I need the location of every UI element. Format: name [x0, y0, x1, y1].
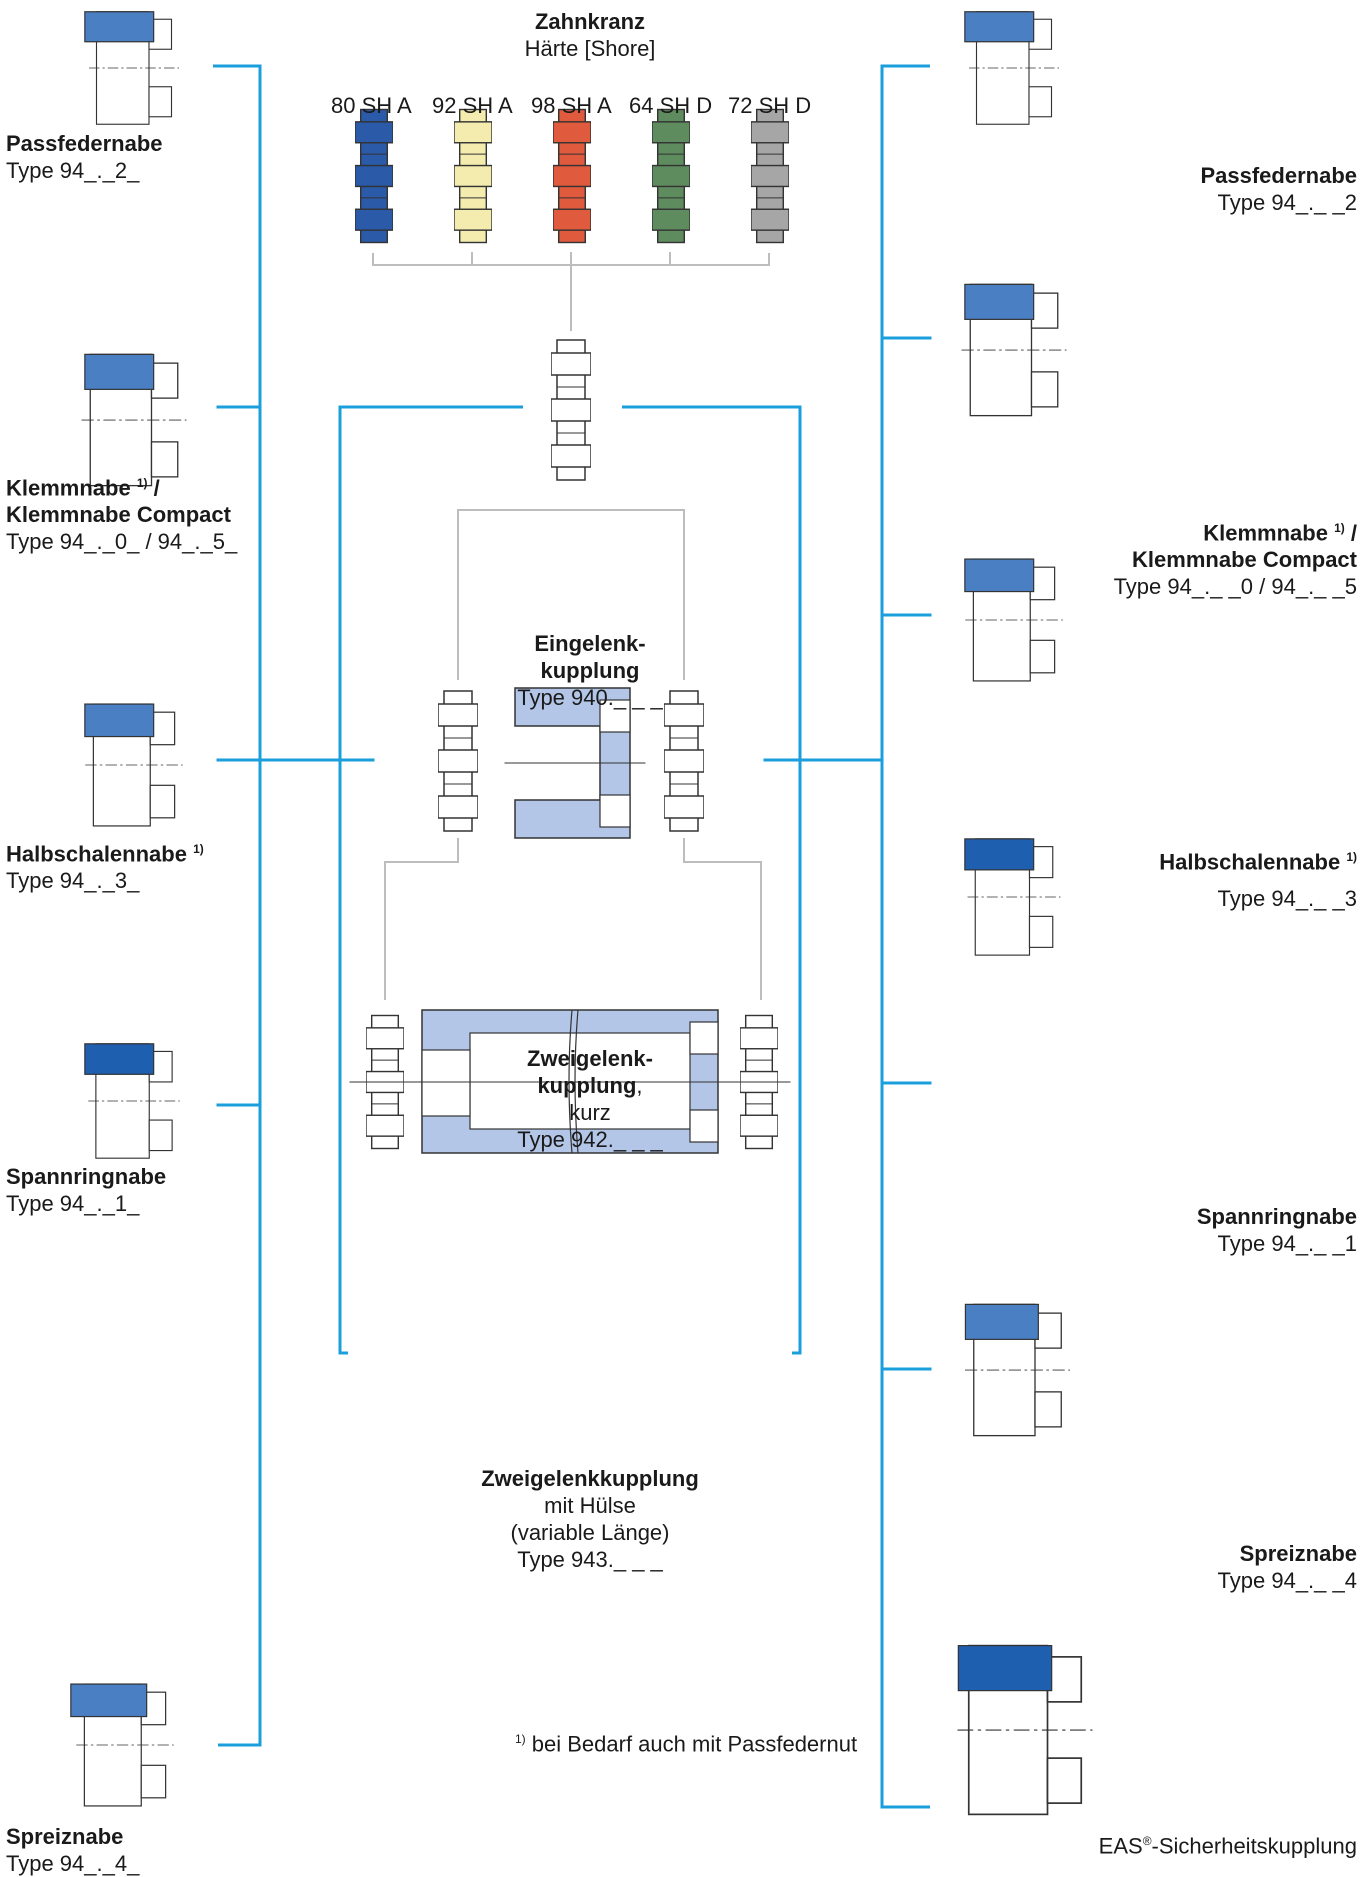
right-label-klemmnabe: Klemmnabe 1) / Klemmnabe Compact Type 94…: [1114, 515, 1357, 600]
footnote-ref: 1): [193, 842, 204, 856]
left-name-1: Passfedernabe: [6, 131, 163, 156]
shore-label-5: 72 SH D: [728, 93, 812, 118]
left-hub-spreiznabe: [70, 1683, 175, 1807]
sleeve-line2: mit Hülse: [544, 1493, 636, 1518]
short-line3: kurz: [569, 1100, 611, 1125]
sleeve-type: Type 943._ _ _: [517, 1547, 663, 1572]
right-hub-spreiznabe: [964, 1303, 1071, 1437]
left-name-2-suffix: /: [147, 475, 160, 501]
short-spider-right: [664, 690, 704, 832]
short-coupling-body: [514, 687, 631, 839]
footnote-ref: 1): [1334, 521, 1345, 535]
right-label-eas: EAS®-Sicherheitskupplung: [1099, 1828, 1357, 1859]
footnote-ref: 1): [1346, 850, 1357, 864]
right-hub-spannringnabe: [964, 838, 1062, 956]
sleeve-line1: Zweigelenkkupplung: [481, 1466, 699, 1491]
left-label-halbschalennabe: Halbschalennabe 1) Type 94_._3_: [6, 836, 204, 894]
right-eas-coupling: [956, 1644, 1094, 1816]
footnote-marker: 1): [515, 1732, 526, 1746]
left-type-2: Type 94_._0_ / 94_._5_: [6, 529, 238, 555]
left-hub-halbschalennabe: [84, 703, 184, 827]
left-hub-spannringnabe: [84, 1043, 181, 1159]
left-bus-line: [213, 64, 262, 1747]
short-left-to-sleeve: [384, 838, 459, 1000]
right-type-3: Type 94_._ _3: [1217, 886, 1357, 912]
right-bus-line: [880, 64, 930, 1809]
left-type-5: Type 94_._4_: [6, 1851, 140, 1876]
right-name-2: Klemmnabe: [1203, 520, 1328, 546]
right-hub-passfedernabe: [964, 11, 1060, 125]
shore-label-3: 98 SH A: [531, 93, 612, 118]
right-hub-klemmnabe: [960, 283, 1068, 417]
shore-spider-1: [355, 108, 393, 244]
header-title: Zahnkranz: [534, 9, 646, 34]
sleeve-line3: (variable Länge): [510, 1520, 670, 1545]
shore-spider-3: [553, 108, 591, 244]
left-hub-klemmnabe: [80, 353, 188, 487]
short-spider-left: [438, 690, 478, 832]
short-line2: kupplung: [537, 1073, 637, 1098]
left-name-2b: Klemmnabe Compact: [6, 502, 231, 528]
right-hub-halbschalennabe: [964, 558, 1064, 682]
left-label-passfedernabe: Passfedernabe Type 94_._2_: [6, 130, 163, 184]
short-type: Type 942._ _ _: [517, 1127, 663, 1152]
single-to-short-bracket: [457, 509, 685, 680]
right-label-passfedernabe: Passfedernabe Type 94_._ _2: [1200, 162, 1357, 216]
right-name-3: Halbschalennabe: [1159, 849, 1341, 875]
short-line1: Zweigelenk-: [527, 1046, 653, 1071]
left-name-5: Spreiznabe: [6, 1824, 124, 1849]
left-name-2: Klemmnabe: [6, 475, 131, 501]
inner-right-bracket: [622, 405, 802, 1355]
left-label-klemmnabe: Klemmnabe 1) / Klemmnabe Compact Type 94…: [6, 470, 237, 555]
footnote-text: bei Bedarf auch mit Passfedernut: [525, 1731, 858, 1757]
right-label-halbschalennabe: Halbschalennabe 1) Type 94_._ _3: [1159, 844, 1357, 912]
left-label-spreiznabe: Spreiznabe Type 94_._4_: [6, 1823, 139, 1877]
single-line1: Eingelenk-: [534, 631, 646, 656]
right-name-2b: Klemmnabe Compact: [1132, 547, 1357, 573]
left-name-4: Spannringnabe: [6, 1164, 167, 1189]
inner-left-bracket: [338, 405, 523, 1355]
right-name-4: Spannringnabe: [1196, 1204, 1357, 1229]
left-type-3: Type 94_._3_: [6, 868, 140, 894]
label-zweigelenkkupplung-kurz: Zweigelenk- kupplung, kurz Type 942._ _ …: [470, 1045, 710, 1153]
right-label-spannringnabe: Spannringnabe Type 94_._ _1: [1197, 1203, 1357, 1257]
header-subtitle: Härte [Shore]: [524, 36, 656, 61]
right-name-6b: -Sicherheitskupplung: [1151, 1833, 1357, 1859]
right-name-2-suffix: /: [1344, 520, 1357, 546]
right-type-5: Type 94_._ _4: [1217, 1568, 1357, 1593]
single-line2: kupplung: [540, 658, 640, 683]
shore-label-4: 64 SH D: [629, 93, 713, 118]
header-block: Zahnkranz Härte [Shore]: [470, 8, 710, 62]
single-coupling-spider: [551, 339, 591, 481]
shore-label-2: 92 SH A: [432, 93, 513, 118]
label-eingelenkkupplung: Eingelenk- kupplung Type 940._ _ _: [470, 630, 710, 711]
shore-label-1: 80 SH A: [331, 93, 412, 118]
label-zweigelenkkupplung-huelse: Zweigelenkkupplung mit Hülse (variable L…: [440, 1465, 740, 1573]
short-line2-suffix: ,: [636, 1073, 643, 1098]
right-label-spreiznabe: Spreiznabe Type 94_._ _4: [1218, 1540, 1357, 1594]
shore-spider-2: [454, 108, 492, 244]
left-name-3: Halbschalennabe: [6, 841, 187, 867]
right-name-1: Passfedernabe: [1200, 163, 1357, 188]
right-type-4: Type 94_._ _1: [1217, 1231, 1357, 1256]
footnote: 1) bei Bedarf auch mit Passfedernut: [515, 1726, 857, 1757]
left-hub-passfedernabe: [84, 11, 180, 125]
shore-spider-4: [652, 108, 690, 244]
left-type-4: Type 94_._1_: [6, 1191, 140, 1216]
footnote-ref: 1): [136, 476, 148, 490]
left-label-spannringnabe: Spannringnabe Type 94_._1_: [6, 1163, 166, 1217]
shore-spider-5: [751, 108, 789, 244]
right-name-6: EAS: [1098, 1833, 1143, 1859]
right-type-1: Type 94_._ _2: [1217, 190, 1357, 215]
right-name-5: Spreiznabe: [1239, 1541, 1357, 1566]
short-right-to-sleeve: [683, 838, 762, 1000]
single-type: Type 940._ _ _: [517, 685, 663, 710]
right-type-2: Type 94_._ _0 / 94_._ _5: [1113, 574, 1357, 600]
left-type-1: Type 94_._2_: [6, 158, 140, 183]
registered-mark: ®: [1142, 1834, 1152, 1848]
